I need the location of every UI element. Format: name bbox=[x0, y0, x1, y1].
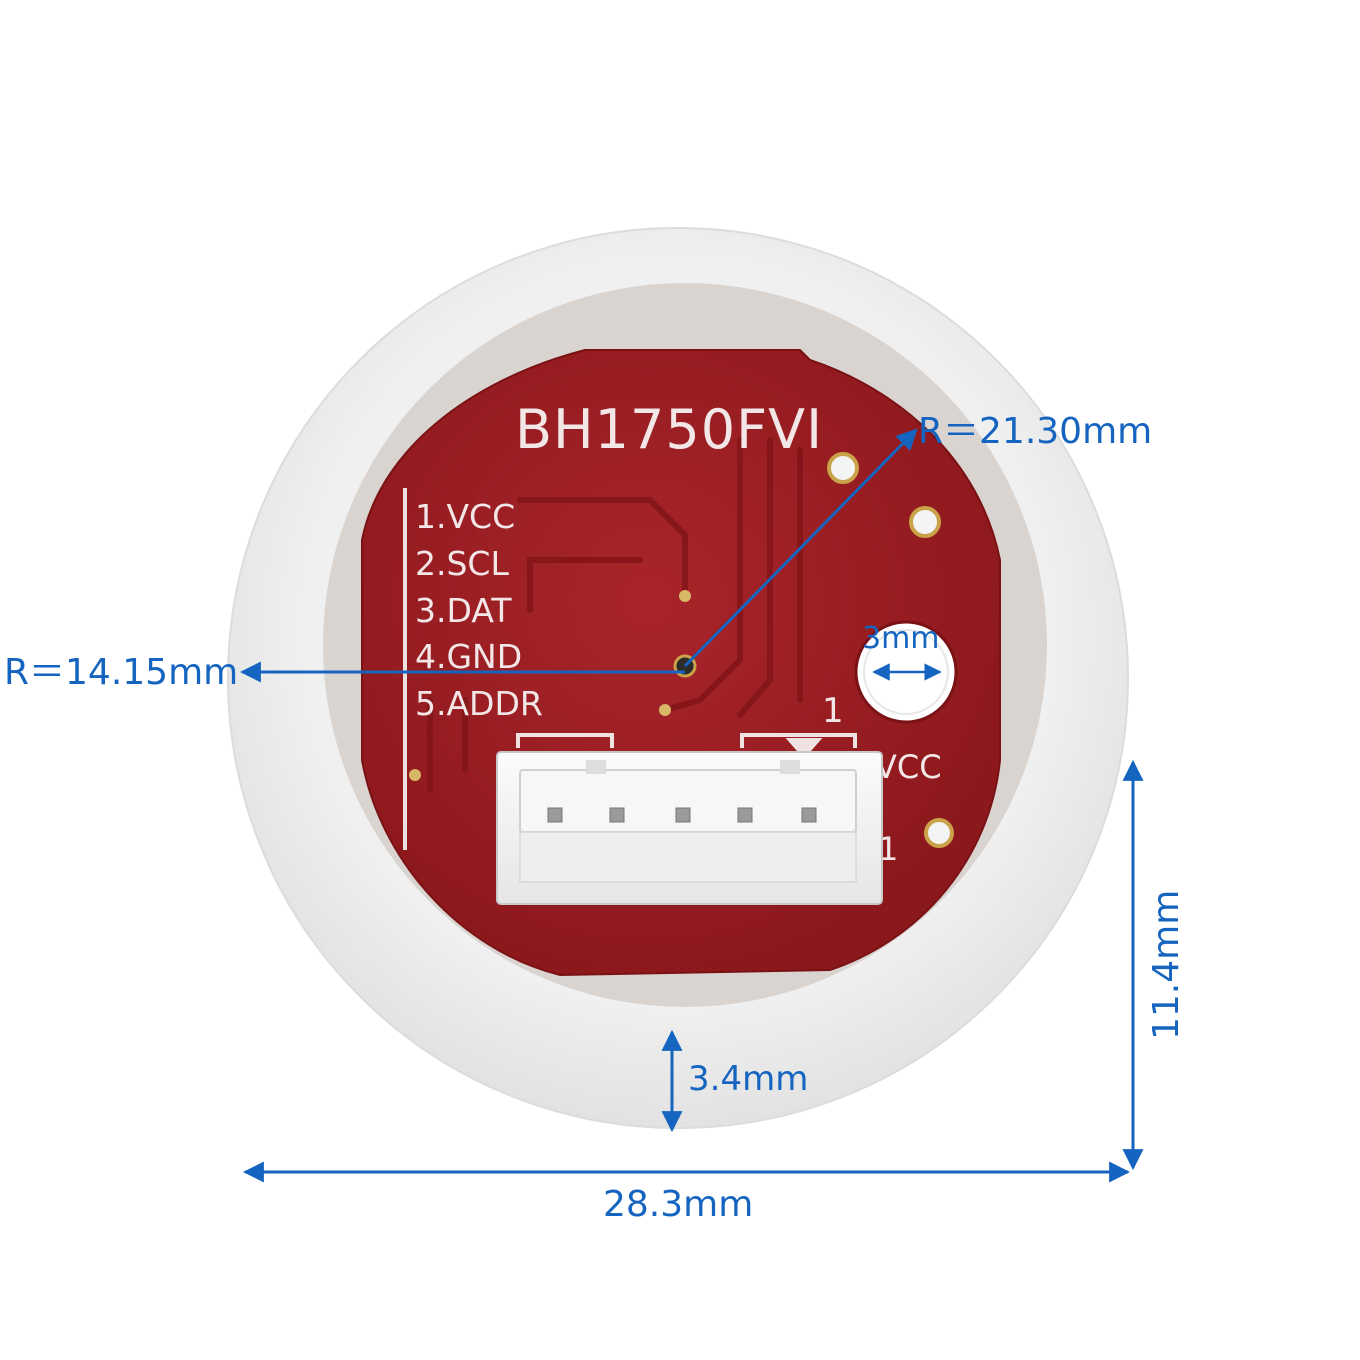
thickness-label: 3.4mm bbox=[688, 1059, 808, 1099]
side-label-bottom: 1 bbox=[878, 830, 898, 868]
pin-list: 1.VCC 2.SCL 3.DAT 4.GND 5.ADDR bbox=[415, 497, 543, 723]
hole-label: 3mm bbox=[862, 621, 940, 656]
inner-radius-label: R＝14.15mm bbox=[4, 652, 238, 693]
outer-radius-arrow bbox=[683, 428, 918, 668]
chip-label: BH1750FVI bbox=[515, 398, 823, 461]
width-label: 28.3mm bbox=[603, 1184, 753, 1225]
connector-pin-2 bbox=[609, 807, 625, 823]
pin1-marker: 1 bbox=[822, 691, 844, 731]
pin-label-1: 1.VCC bbox=[415, 497, 515, 536]
height-label: 11.4mm bbox=[1146, 890, 1187, 1040]
pin-label-4: 4.GND bbox=[415, 637, 522, 676]
pcb-pads bbox=[409, 452, 954, 848]
pin-label-5: 5.ADDR bbox=[415, 684, 543, 723]
pin-label-2: 2.SCL bbox=[415, 544, 509, 583]
pad-right-bottom bbox=[924, 818, 954, 848]
side-label-vcc: VCC bbox=[875, 748, 942, 786]
outer-radius-label: R＝21.30mm bbox=[918, 411, 1152, 452]
pin-label-3: 3.DAT bbox=[415, 591, 512, 630]
via-small-3 bbox=[659, 704, 671, 716]
connector-pin-3 bbox=[675, 807, 691, 823]
connector-pin-5 bbox=[801, 807, 817, 823]
pad-top bbox=[827, 452, 859, 484]
pad-right-top bbox=[909, 506, 941, 538]
via-small-2 bbox=[409, 769, 421, 781]
dimension-lines bbox=[239, 428, 1144, 1183]
via-small-1 bbox=[679, 590, 691, 602]
connector-silkscreen bbox=[516, 733, 857, 760]
pcb-traces bbox=[427, 437, 803, 793]
connector-pin-1 bbox=[547, 807, 563, 823]
connector-5pin bbox=[496, 751, 883, 905]
connector-pin-4 bbox=[737, 807, 753, 823]
